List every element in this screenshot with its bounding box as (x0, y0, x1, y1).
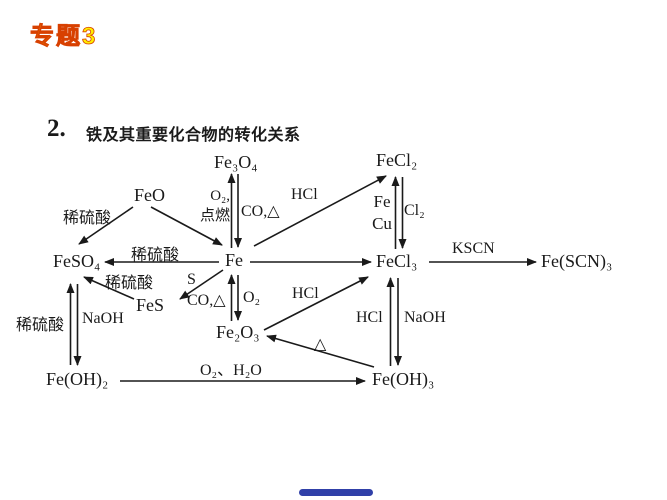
arrow-fes-to-feso4 (83, 276, 135, 300)
edge-label-dilute-h2so4-feoh2: 稀硫酸 (16, 317, 65, 334)
edge-label-co-delta-upper: CO,△ (241, 203, 280, 220)
node-feoh2: Fe(OH)₂ (46, 369, 109, 389)
edge-label-o2-h2o: O₂、H₂O (200, 362, 262, 379)
node-fes: FeS (136, 295, 165, 315)
edge-label-hcl-right: HCl (356, 309, 383, 326)
edge-label-kscn: KSCN (452, 240, 495, 257)
edge-label-cl2: Cl₂ (404, 202, 425, 219)
edge-label-fe-line: Fe (373, 192, 391, 211)
node-fecl2: FeCl₂ (376, 150, 418, 170)
node-feo: FeO (134, 185, 165, 205)
edge-label-co-delta-lower: CO,△ (187, 292, 226, 309)
node-fe2o3: Fe₂O₃ (216, 322, 260, 342)
node-fecl3: FeCl₃ (376, 251, 418, 271)
node-fescn3: Fe(SCN)₃ (541, 251, 613, 271)
edge-label-o2-ignite: O₂, 点燃 (196, 187, 230, 226)
edge-label-dilute-h2so4-fe: 稀硫酸 (131, 247, 180, 264)
edge-label-hcl-middle: HCl (292, 285, 319, 302)
edge-label-dilute-h2so4-fes: 稀硫酸 (105, 275, 154, 292)
edge-label-o2-line: O₂, (210, 188, 230, 204)
edge-label-delta-heat: △ (314, 336, 327, 353)
arrow-fe2o3-to-fecl3 (263, 276, 369, 331)
arrow-feo-to-fe (150, 206, 223, 246)
edge-label-dilute-h2so4-feo: 稀硫酸 (63, 210, 112, 227)
heading-title: 铁及其重要化合物的转化关系 (86, 127, 301, 144)
node-fe3o4: Fe₃O₄ (214, 152, 258, 172)
edge-label-hcl-upper: HCl (291, 186, 318, 203)
node-feoh3: Fe(OH)₃ (372, 369, 435, 389)
arrow-fe-to-fes (179, 269, 224, 300)
edge-label-naoh-left: NaOH (82, 310, 124, 327)
arrow-feoh3-to-fe2o3 (266, 334, 375, 368)
edge-label-sulfur: S (187, 271, 196, 288)
edge-label-naoh-right: NaOH (404, 309, 446, 326)
edge-label-o2-lower: O₂ (243, 289, 261, 306)
node-feso4: FeSO₄ (53, 251, 101, 271)
heading-number: 2. (47, 115, 66, 142)
arrow-fe-to-fecl2 (253, 175, 387, 247)
slide-topic-badge: 专题3 (30, 23, 98, 51)
progress-bar (299, 489, 373, 496)
edge-label-cu-line: Cu (372, 214, 392, 234)
edge-label-ignite-line: 点燃 (199, 207, 230, 224)
edge-label-fe-cu: Fe Cu (368, 191, 396, 235)
node-fe: Fe (225, 250, 243, 270)
arrow-feo-to-feso4 (78, 206, 134, 245)
